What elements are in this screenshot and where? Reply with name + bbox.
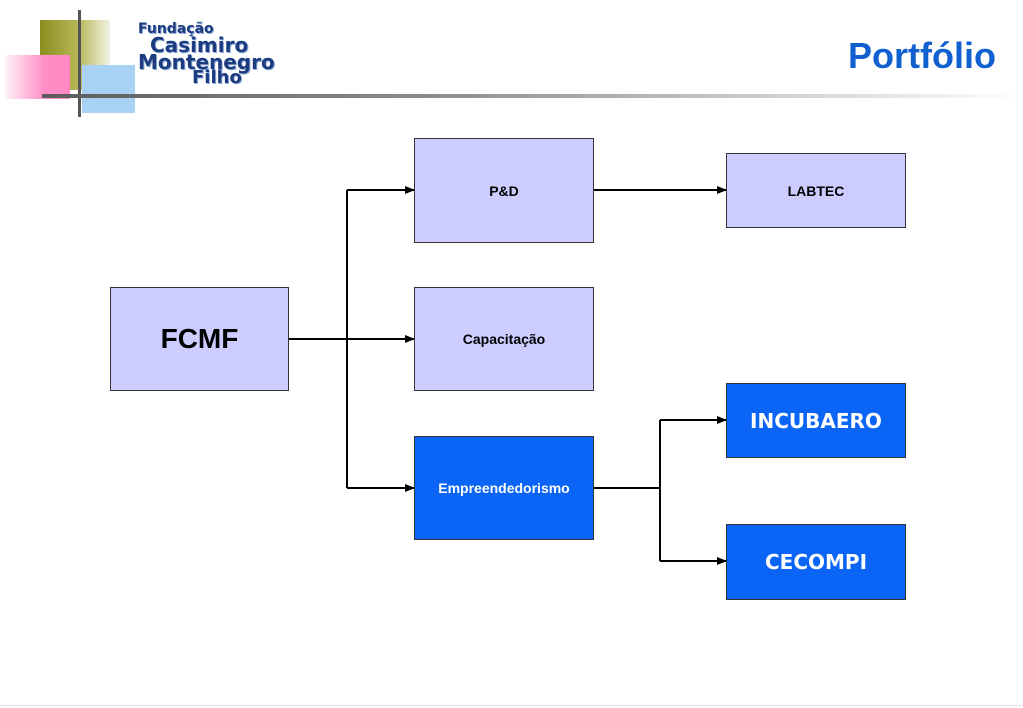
- decorative-blue-square: [82, 65, 135, 113]
- footer-divider: [0, 705, 1023, 706]
- node-pd: P&D: [414, 138, 594, 243]
- page-title: Portfólio: [848, 35, 996, 76]
- node-fcmf: FCMF: [110, 287, 289, 391]
- logo-line-3: Montenegro: [138, 50, 275, 74]
- node-empreendedorismo: Empreendedorismo: [414, 436, 594, 540]
- node-cecompi: CECOMPI: [726, 524, 906, 600]
- node-capacitacao: Capacitação: [414, 287, 594, 391]
- node-labtec: LABTEC: [726, 153, 906, 228]
- logo-line-4: Filho: [192, 67, 242, 88]
- logo-line-1: Fundação: [138, 21, 214, 37]
- header-divider: [42, 94, 1022, 98]
- logo-line-2: Casimiro: [150, 33, 249, 57]
- decorative-vertical-line: [78, 10, 81, 117]
- node-incubaero: INCUBAERO: [726, 383, 906, 458]
- decorative-pink-square: [5, 55, 70, 99]
- logo: Fundação Casimiro Montenegro Filho: [138, 20, 298, 90]
